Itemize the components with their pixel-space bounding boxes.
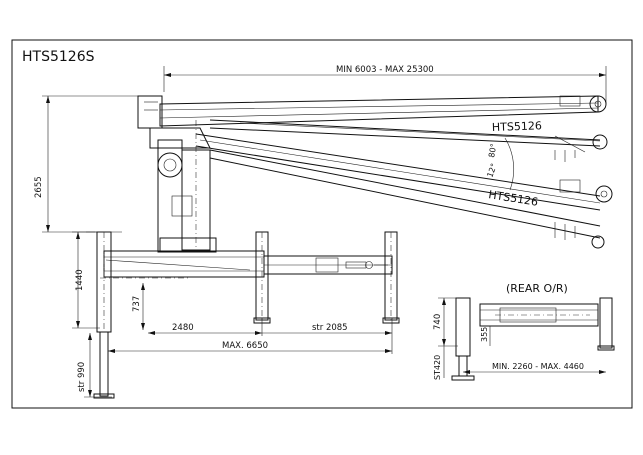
hook-lines (554, 150, 576, 240)
column-offset-label: 737 (132, 296, 142, 312)
crane-column (137, 95, 217, 253)
rear-span-label: MIN. 2260 - MAX. 4460 (492, 362, 584, 371)
middle-outrigger-leg (253, 231, 271, 324)
max-span-label: MAX. 6650 (222, 341, 268, 351)
bottom-dimensions: 2480 str 2085 MAX. 6650 (108, 318, 393, 354)
stroke-down-dimension: str 990 (77, 333, 112, 398)
left-outrigger-leg (86, 231, 122, 399)
outrigger-height-dimension: 1440 (72, 231, 100, 329)
rear-outrigger-inset: (REAR O/R) 740 355 ST420 MIN. 2260 - MAX… (433, 282, 615, 381)
lower-boom (195, 133, 613, 249)
angle-up-label: 80° (487, 143, 498, 159)
column-offset-dimension: 737 (132, 283, 145, 330)
upper-boom (159, 95, 608, 153)
drawing-frame (11, 39, 633, 409)
outrigger-height-label: 1440 (75, 269, 85, 291)
rear-inner-height-label: 355 (480, 327, 489, 342)
model-title: HTS5126S (22, 49, 95, 65)
height-label: 2655 (34, 176, 44, 198)
stroke-right-label: str 2085 (312, 323, 348, 333)
outrigger-beam (100, 250, 393, 279)
rear-height-label: 740 (433, 314, 443, 330)
stroke-down-label: str 990 (77, 362, 87, 392)
front-width-label: 2480 (172, 323, 194, 333)
reach-label: MIN 6003 - MAX 25300 (336, 65, 434, 75)
upper-boom-label: HTS5126 (492, 119, 542, 134)
rear-label: (REAR O/R) (506, 282, 568, 295)
right-outrigger-leg (382, 231, 400, 324)
rear-stroke-label: ST420 (433, 355, 442, 380)
angle-down-label: 12° (485, 162, 498, 178)
reach-dimension: MIN 6003 - MAX 25300 (163, 65, 607, 104)
height-dimension: 2655 (34, 95, 140, 233)
